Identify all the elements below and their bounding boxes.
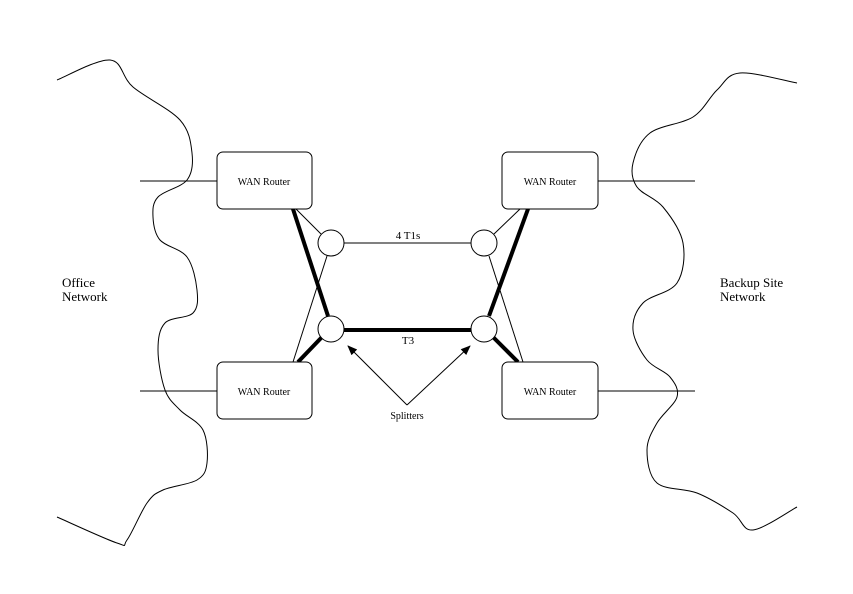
office-network-label-2: Network (62, 289, 108, 304)
router-label: WAN Router (524, 177, 577, 188)
t3-label: T3 (402, 335, 415, 347)
router-backup-bottom (501, 361, 599, 420)
arrow-icon (347, 345, 408, 406)
splitters-label: Splitters (390, 411, 423, 422)
backup-network-label-1: Backup Site (720, 275, 783, 290)
splitter-top-left (317, 229, 345, 257)
office-network-label-1: Office (62, 275, 95, 290)
splitter-bottom-right (470, 315, 498, 343)
backup-network-label-2: Network (720, 289, 766, 304)
router-office-bottom (216, 361, 313, 420)
backup-network-cloud (631, 72, 798, 531)
router-label: WAN Router (238, 387, 291, 398)
lan-links (140, 180, 695, 392)
router-backup-top (501, 151, 599, 210)
router-label: WAN Router (524, 387, 577, 398)
arrow-icon (406, 345, 471, 406)
router-office-top (216, 151, 313, 210)
t1-label: 4 T1s (396, 230, 421, 242)
splitter-bottom-left (317, 315, 345, 343)
office-network-cloud (56, 59, 208, 546)
router-label: WAN Router (238, 177, 291, 188)
splitter-top-right (470, 229, 498, 257)
splitter-arrows (347, 345, 471, 406)
thick-links (291, 208, 530, 364)
thin-links (292, 208, 524, 363)
